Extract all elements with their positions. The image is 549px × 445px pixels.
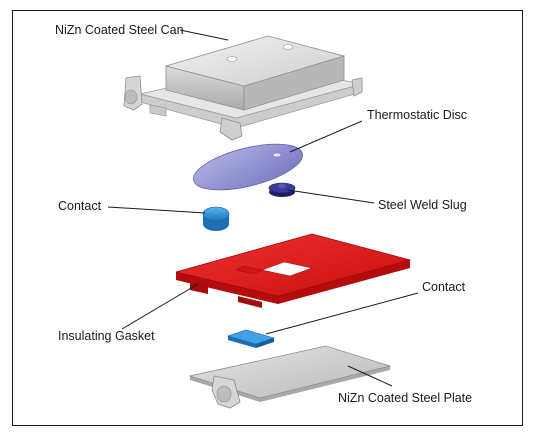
label-plate: NiZn Coated Steel Plate	[338, 391, 472, 405]
steel-plate-part	[188, 345, 392, 409]
label-slug: Steel Weld Slug	[378, 198, 467, 212]
insulating-gasket-part	[175, 233, 412, 308]
thermostatic-disc-part	[193, 143, 303, 191]
leader-contact-bottom	[265, 292, 419, 335]
leader-disc	[289, 120, 363, 153]
label-disc: Thermostatic Disc	[367, 108, 467, 122]
contact-top-part	[202, 206, 230, 231]
leader-gasket	[121, 283, 199, 330]
label-contact-bottom: Contact	[422, 280, 466, 294]
steel-weld-slug-part	[268, 182, 296, 197]
label-contact-top: Contact	[58, 199, 102, 213]
figure-border	[12, 10, 523, 426]
leader-slug	[287, 189, 375, 204]
leader-contact-top	[107, 206, 206, 214]
steel-can-part	[123, 35, 363, 141]
label-gasket: Insulating Gasket	[58, 329, 155, 343]
leader-can	[179, 29, 229, 41]
contact-bottom-part	[226, 329, 276, 348]
label-can: NiZn Coated Steel Can	[55, 23, 184, 37]
leader-plate	[347, 365, 393, 387]
